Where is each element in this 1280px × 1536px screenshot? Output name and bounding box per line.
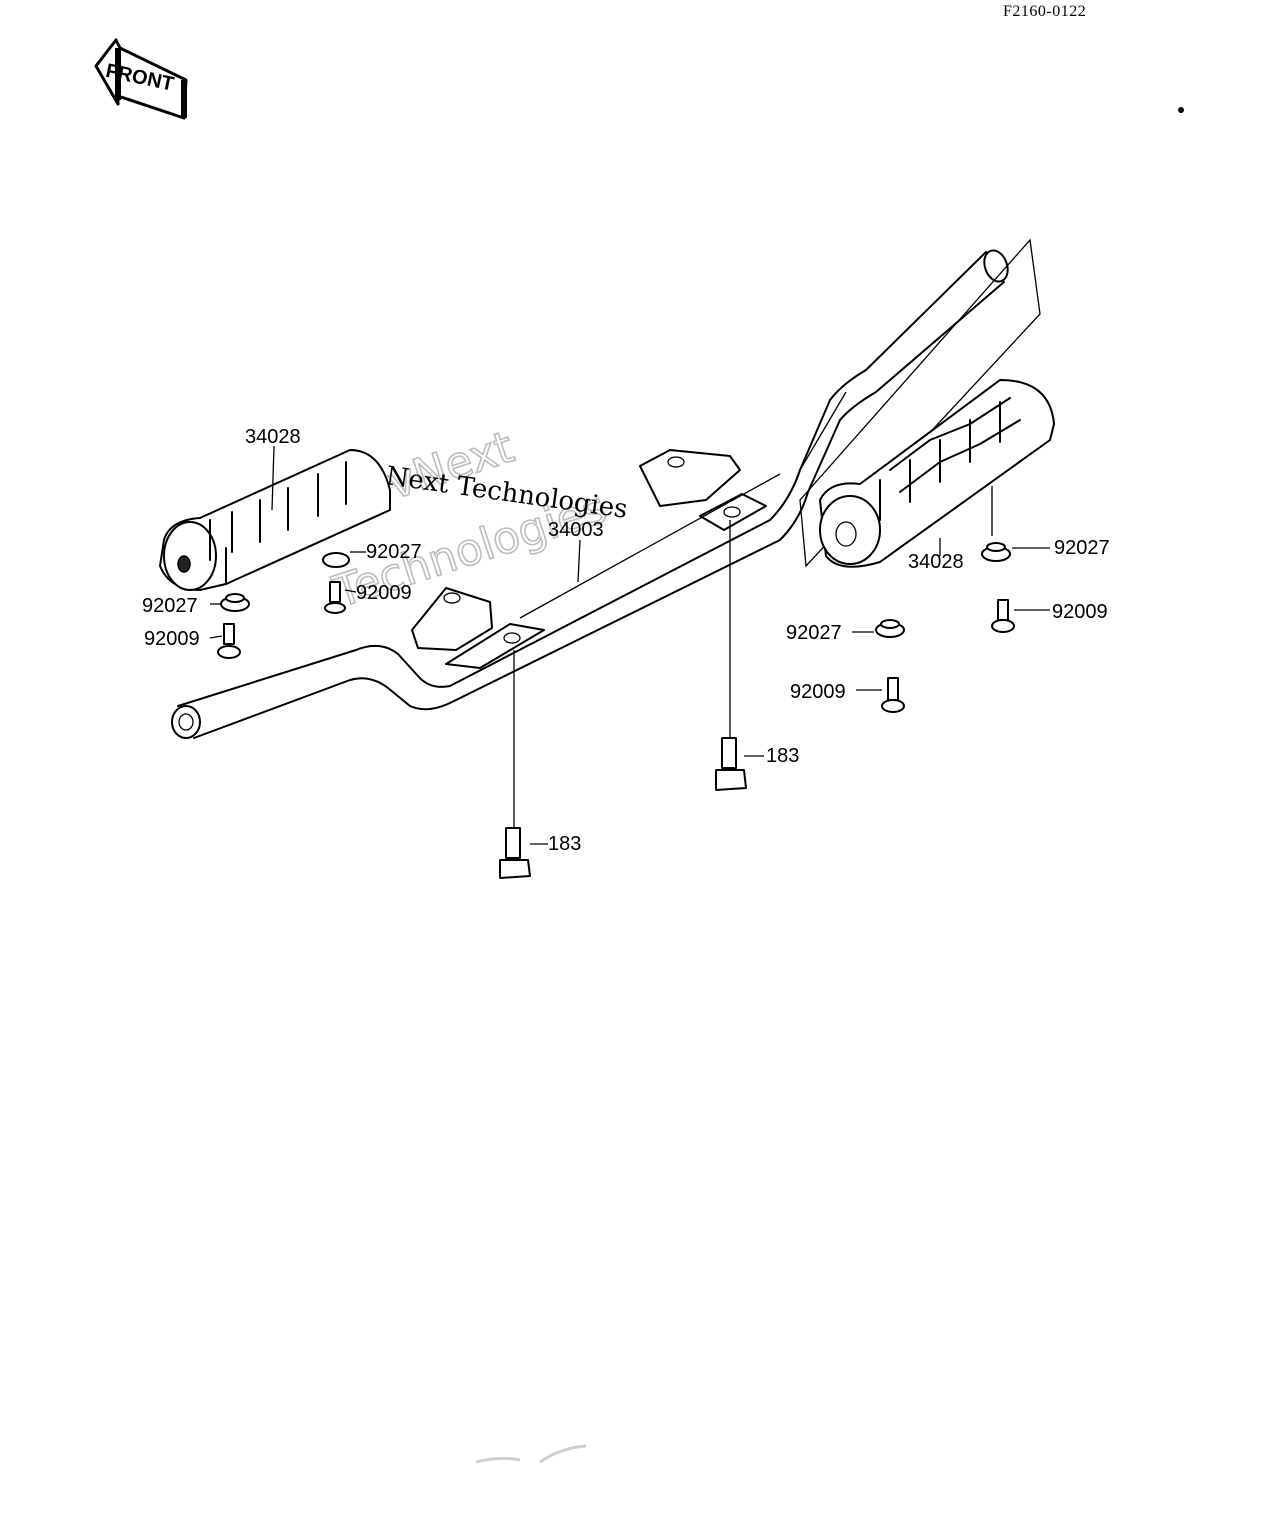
drawing-id: F2160-0122 — [1003, 3, 1086, 20]
watermark-remnant — [475, 1444, 587, 1464]
label-92027-right-inner: 92027 — [786, 622, 842, 644]
footpeg-rubber-right — [799, 238, 1055, 568]
label-92027-left-outer: 92027 — [142, 595, 198, 617]
label-92027-right-outer: 92027 — [1054, 537, 1110, 559]
label-92009-right-inner: 92009 — [790, 681, 846, 703]
front-arrow-icon: FRONT — [94, 38, 188, 120]
label-34028-left: 34028 — [245, 426, 301, 448]
label-183-right: 183 — [766, 745, 799, 767]
label-92027-left-inner: 92027 — [366, 541, 422, 563]
label-34003: 34003 — [548, 519, 604, 541]
label-34028-right: 34028 — [908, 551, 964, 573]
footpeg-rubber-left — [159, 449, 391, 591]
label-183-center: 183 — [548, 833, 581, 855]
label-92009-left-inner: 92009 — [356, 582, 412, 604]
footrest-bar — [171, 249, 1009, 739]
label-92009-left-outer: 92009 — [144, 628, 200, 650]
label-92009-right-outer: 92009 — [1052, 601, 1108, 623]
fasteners — [209, 445, 1050, 879]
dot-mark — [1178, 107, 1184, 113]
